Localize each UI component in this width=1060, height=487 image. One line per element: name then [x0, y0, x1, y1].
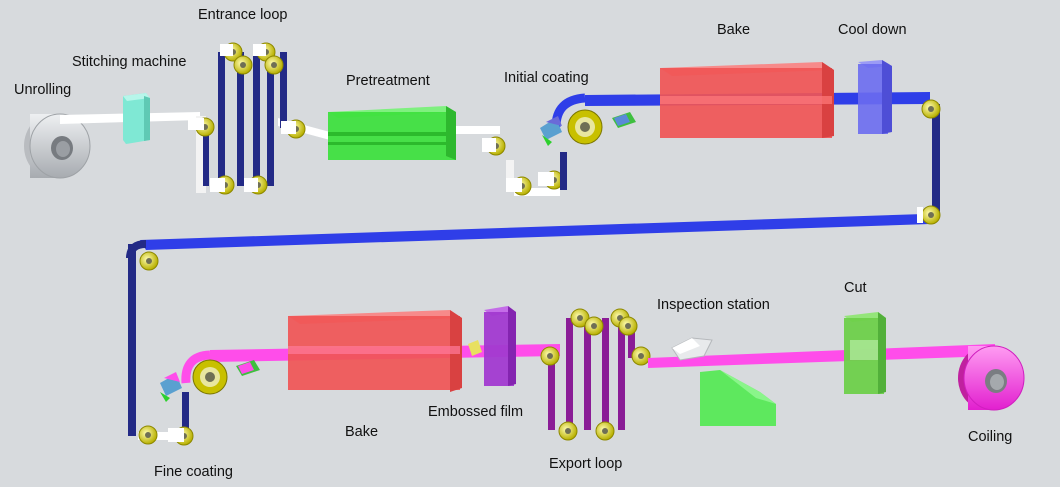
rollers-export [540, 308, 651, 441]
cut-unit [844, 312, 886, 394]
roller [168, 426, 194, 446]
roller [618, 316, 638, 336]
label-bake-bottom: Bake [345, 424, 378, 440]
label-cool-down: Cool down [838, 22, 907, 38]
label-pretreatment: Pretreatment [346, 73, 430, 89]
label-embossed-film: Embossed film [428, 404, 523, 420]
label-cut: Cut [844, 280, 867, 296]
stitching-machine [123, 93, 150, 144]
return-path [126, 104, 940, 436]
export-loop [548, 318, 635, 430]
coiling-coil [958, 345, 1025, 411]
label-unrolling: Unrolling [14, 82, 71, 98]
roller [139, 251, 159, 271]
pretreatment-tank [328, 106, 456, 160]
label-inspection-station: Inspection station [657, 297, 770, 313]
roller [482, 136, 506, 156]
rollers-top [188, 42, 564, 196]
entrance-loop [203, 52, 287, 186]
unrolling-coil [24, 113, 91, 179]
roller [210, 175, 235, 195]
rollers-fine [138, 425, 194, 446]
roller [233, 55, 253, 75]
strip-pink [648, 344, 995, 368]
bake-oven-top [660, 62, 834, 138]
label-initial-coating: Initial coating [504, 70, 589, 86]
roller [281, 119, 306, 139]
embossed-film-unit [468, 306, 516, 386]
coater-riser [560, 152, 567, 190]
label-stitching-machine: Stitching machine [72, 54, 186, 70]
roller [917, 205, 941, 225]
roller [921, 99, 941, 119]
roller [584, 316, 604, 336]
roller [538, 170, 564, 190]
bake-oven-bottom [288, 310, 462, 392]
roller [506, 176, 532, 196]
roller [138, 425, 158, 445]
roller [631, 346, 651, 366]
rollers-return [139, 99, 941, 271]
label-bake-top: Bake [717, 22, 750, 38]
roller [264, 55, 284, 75]
inspection-station [671, 337, 776, 426]
cool-down-unit [858, 60, 892, 134]
roller [558, 421, 578, 441]
label-entrance-loop: Entrance loop [198, 7, 287, 23]
label-coiling: Coiling [968, 429, 1012, 445]
roller [244, 175, 268, 195]
roller [595, 421, 615, 441]
roller [540, 346, 560, 366]
label-export-loop: Export loop [549, 456, 622, 472]
label-fine-coating: Fine coating [154, 464, 233, 480]
roller [220, 42, 243, 62]
roller [188, 117, 215, 137]
